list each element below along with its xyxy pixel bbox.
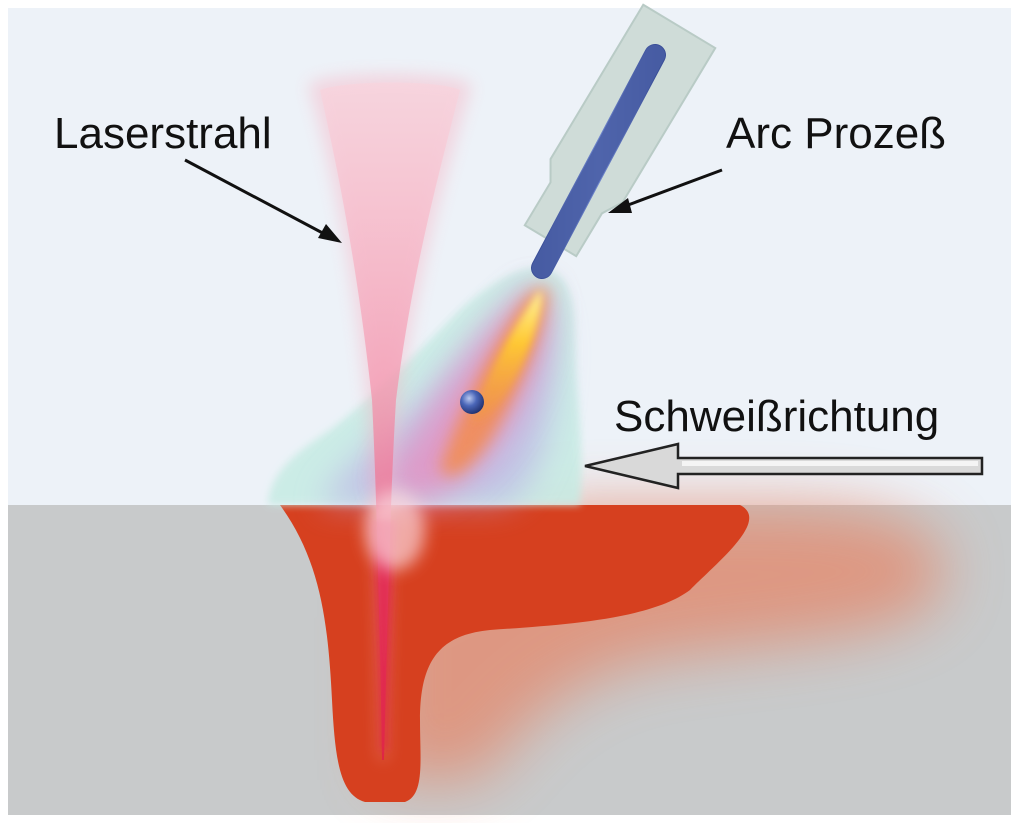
metal-droplet <box>460 390 484 414</box>
arc-process-label: Arc Prozeß <box>726 112 946 156</box>
welding-direction-label: Schweißrichtung <box>614 395 939 439</box>
laser-beam-label: Laserstrahl <box>54 112 272 156</box>
